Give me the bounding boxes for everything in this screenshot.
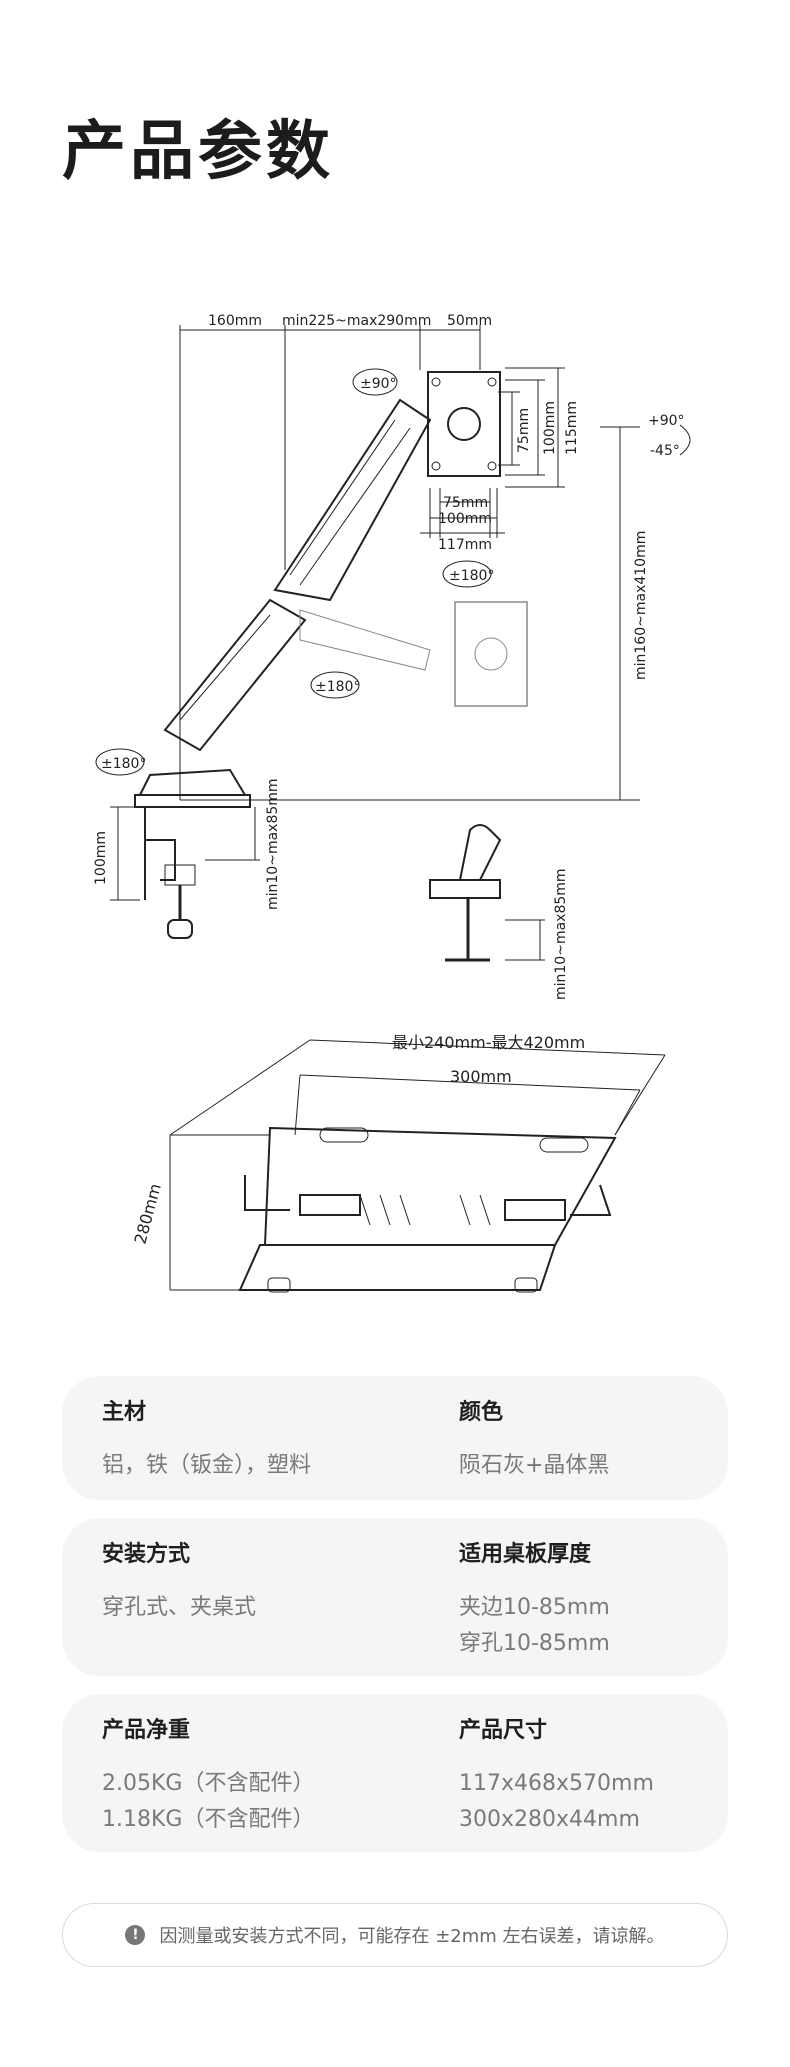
spec-value: 陨石灰+晶体黑 xyxy=(459,1453,610,1478)
spec-size: 产品尺寸 117x468x570mm 300x280x44mm xyxy=(459,1716,654,1838)
spec-value: 铝，铁（钣金），塑料 xyxy=(102,1453,312,1478)
measurement-note: ! 因测量或安装方式不同，可能存在 ±2mm 左右误差，请谅解。 xyxy=(62,1903,728,1967)
spec-install: 安装方式 穿孔式、夹桌式 xyxy=(102,1540,256,1626)
rotation-top-label: ±90° xyxy=(360,376,397,392)
rotation-mid-label: ±180° xyxy=(315,679,360,695)
vesa-height-75: 75mm xyxy=(516,408,532,453)
clamp-range-label: min10~max85mm xyxy=(265,778,281,910)
spec-color: 颜色 陨石灰+晶体黑 xyxy=(459,1398,609,1484)
spec-label: 安装方式 xyxy=(102,1542,191,1567)
rotation-base-label: ±180° xyxy=(101,756,146,772)
product-diagram: 160mm min225~max290mm 50mm ±90° 75mm 100… xyxy=(93,313,691,1293)
spec-desk-thickness: 适用桌板厚度 夹边10-85mm 穿孔10-85mm xyxy=(459,1540,610,1662)
spec-card-install: 安装方式 穿孔式、夹桌式 适用桌板厚度 夹边10-85mm 穿孔10-85mm xyxy=(62,1518,728,1676)
rotation-vesa-label: ±180° xyxy=(449,568,494,584)
spec-card-weight: 产品净重 2.05KG（不含配件） 1.18KG（不含配件） 产品尺寸 117x… xyxy=(62,1694,728,1852)
page-title: 产品参数 xyxy=(62,115,334,189)
height-range-label: min160~max410mm xyxy=(633,531,649,680)
spec-label: 适用桌板厚度 xyxy=(459,1542,592,1567)
vesa-height-100: 100mm xyxy=(542,401,558,455)
spec-label: 颜色 xyxy=(459,1400,504,1425)
tray-width-range-label: 最小240mm-最大420mm xyxy=(392,1033,585,1052)
vesa-width-117: 117mm xyxy=(438,537,492,553)
note-text: 因测量或安装方式不同，可能存在 ±2mm 左右误差，请谅解。 xyxy=(159,1926,665,1947)
tilt-up-label: +90° xyxy=(648,413,685,429)
dim-top-1: 160mm xyxy=(208,313,262,329)
tray-depth-label: 280mm xyxy=(131,1182,165,1247)
dim-top-2: min225~max290mm xyxy=(282,313,431,329)
dim-top-3: 50mm xyxy=(447,313,492,329)
grommet-range-label: min10~max85mm xyxy=(553,868,569,1000)
vesa-width-100: 100mm xyxy=(438,511,492,527)
tilt-down-label: -45° xyxy=(650,443,680,459)
spec-value: 2.05KG（不含配件） 1.18KG（不含配件） xyxy=(102,1771,315,1832)
spec-weight: 产品净重 2.05KG（不含配件） 1.18KG（不含配件） xyxy=(102,1716,314,1838)
spec-value: 夹边10-85mm 穿孔10-85mm xyxy=(459,1595,610,1656)
vesa-width-75: 75mm xyxy=(443,495,488,511)
spec-card-material: 主材 铝，铁（钣金），塑料 颜色 陨石灰+晶体黑 xyxy=(62,1376,728,1500)
spec-value: 穿孔式、夹桌式 xyxy=(102,1595,257,1620)
info-icon: ! xyxy=(125,1925,146,1945)
spec-label: 主材 xyxy=(102,1400,147,1425)
vesa-height-115: 115mm xyxy=(564,401,580,455)
spec-value: 117x468x570mm 300x280x44mm xyxy=(459,1771,654,1832)
spec-material: 主材 铝，铁（钣金），塑料 xyxy=(102,1398,311,1484)
clamp-height-label: 100mm xyxy=(93,831,109,885)
tray-width-label: 300mm xyxy=(450,1067,512,1086)
spec-label: 产品尺寸 xyxy=(459,1718,548,1743)
spec-label: 产品净重 xyxy=(102,1718,191,1743)
